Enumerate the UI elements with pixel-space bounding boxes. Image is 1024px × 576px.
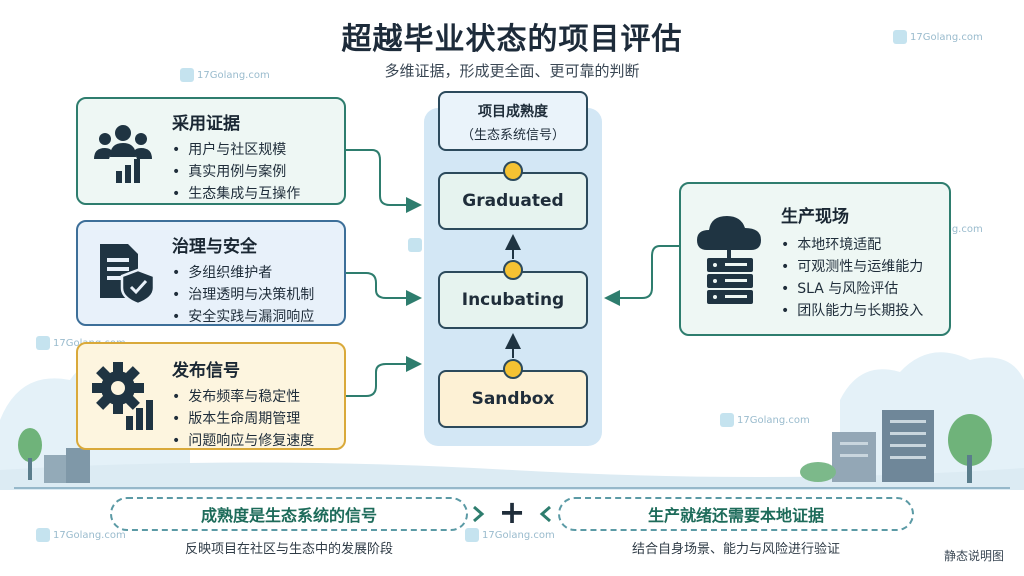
card-list: 多组织维护者 治理透明与决策机制 安全实践与漏洞响应 [172, 262, 314, 328]
watermark: 17Golang.com [180, 68, 270, 82]
tree-left [18, 428, 42, 480]
list-item: 生态集成与互操作 [172, 183, 300, 205]
list-item: 多组织维护者 [172, 262, 314, 284]
maturity-title: 项目成熟度 [478, 104, 548, 120]
card-title: 治理与安全 [172, 237, 257, 257]
tree-right [948, 414, 992, 483]
list-item: 发布频率与稳定性 [172, 386, 314, 408]
watermark: 17Golang.com [720, 413, 810, 427]
pill-maturity-signal: 成熟度是生态系统的信号 [110, 497, 468, 531]
cloud-server-icon [697, 216, 761, 304]
plus-sign: + [498, 493, 526, 531]
card-title: 发布信号 [172, 361, 240, 381]
users-chart-icon [94, 125, 152, 183]
footer-note: 静态说明图 [944, 549, 1005, 563]
list-item: 本地环境适配 [781, 234, 923, 256]
card-list: 用户与社区规模 真实用例与案例 生态集成与互操作 [172, 139, 300, 205]
arrow-right-card [604, 245, 679, 306]
maturity-subtitle: （生态系统信号） [460, 128, 565, 143]
card-production-site: 生产现场 本地环境适配 可观测性与运维能力 SLA 与风险评估 团队能力与长期投… [679, 182, 951, 336]
list-item: 安全实践与漏洞响应 [172, 306, 314, 328]
pill-production-readiness: 生产就绪还需要本地证据 [558, 497, 914, 531]
arrow-card3 [346, 356, 422, 397]
arrow-card1 [346, 149, 422, 213]
watermark: 17Golang.com [893, 30, 983, 44]
card-title: 采用证据 [172, 114, 240, 134]
ground [0, 462, 1024, 490]
chevron-right-icon [473, 505, 485, 523]
caption-left: 反映项目在社区与生态中的发展阶段 [184, 542, 393, 557]
list-item: 可观测性与运维能力 [781, 256, 923, 278]
list-item: 问题响应与修复速度 [172, 430, 314, 452]
list-item: 真实用例与案例 [172, 161, 300, 183]
arrow-card2 [346, 272, 422, 306]
maturity-header: 项目成熟度 （生态系统信号） [438, 91, 588, 151]
card-adoption-evidence: 采用证据 用户与社区规模 真实用例与案例 生态集成与互操作 [76, 97, 346, 205]
stage-incubating: Incubating [438, 271, 588, 329]
watermark: 17Golang.com [465, 528, 555, 542]
stage-dot [503, 359, 523, 379]
page-title: 超越毕业状态的项目评估 [341, 22, 683, 57]
gear-chart-icon [92, 362, 153, 430]
list-item: 治理透明与决策机制 [172, 284, 314, 306]
list-item: 团队能力与长期投入 [781, 300, 923, 322]
document-shield-icon [100, 244, 156, 304]
page-subtitle: 多维证据，形成更全面、更可靠的判断 [384, 62, 640, 80]
list-item: SLA 与风险评估 [781, 278, 923, 300]
list-item: 版本生命周期管理 [172, 408, 314, 430]
list-item: 用户与社区规模 [172, 139, 300, 161]
stage-dot [503, 161, 523, 181]
card-list: 发布频率与稳定性 版本生命周期管理 问题响应与修复速度 [172, 386, 314, 452]
chevron-left-icon [539, 505, 551, 523]
building-left-b [66, 448, 90, 483]
stage-dot [503, 260, 523, 280]
bush-right [800, 462, 836, 482]
server-buildings-right [832, 410, 934, 482]
card-release-signals: 发布信号 发布频率与稳定性 版本生命周期管理 问题响应与修复速度 [76, 342, 346, 450]
card-title: 生产现场 [781, 207, 849, 227]
watermark: 17Golang.com [36, 528, 126, 542]
card-governance-security: 治理与安全 多组织维护者 治理透明与决策机制 安全实践与漏洞响应 [76, 220, 346, 326]
card-list: 本地环境适配 可观测性与运维能力 SLA 与风险评估 团队能力与长期投入 [781, 234, 923, 322]
caption-right: 结合自身场景、能力与风险进行验证 [631, 542, 840, 557]
